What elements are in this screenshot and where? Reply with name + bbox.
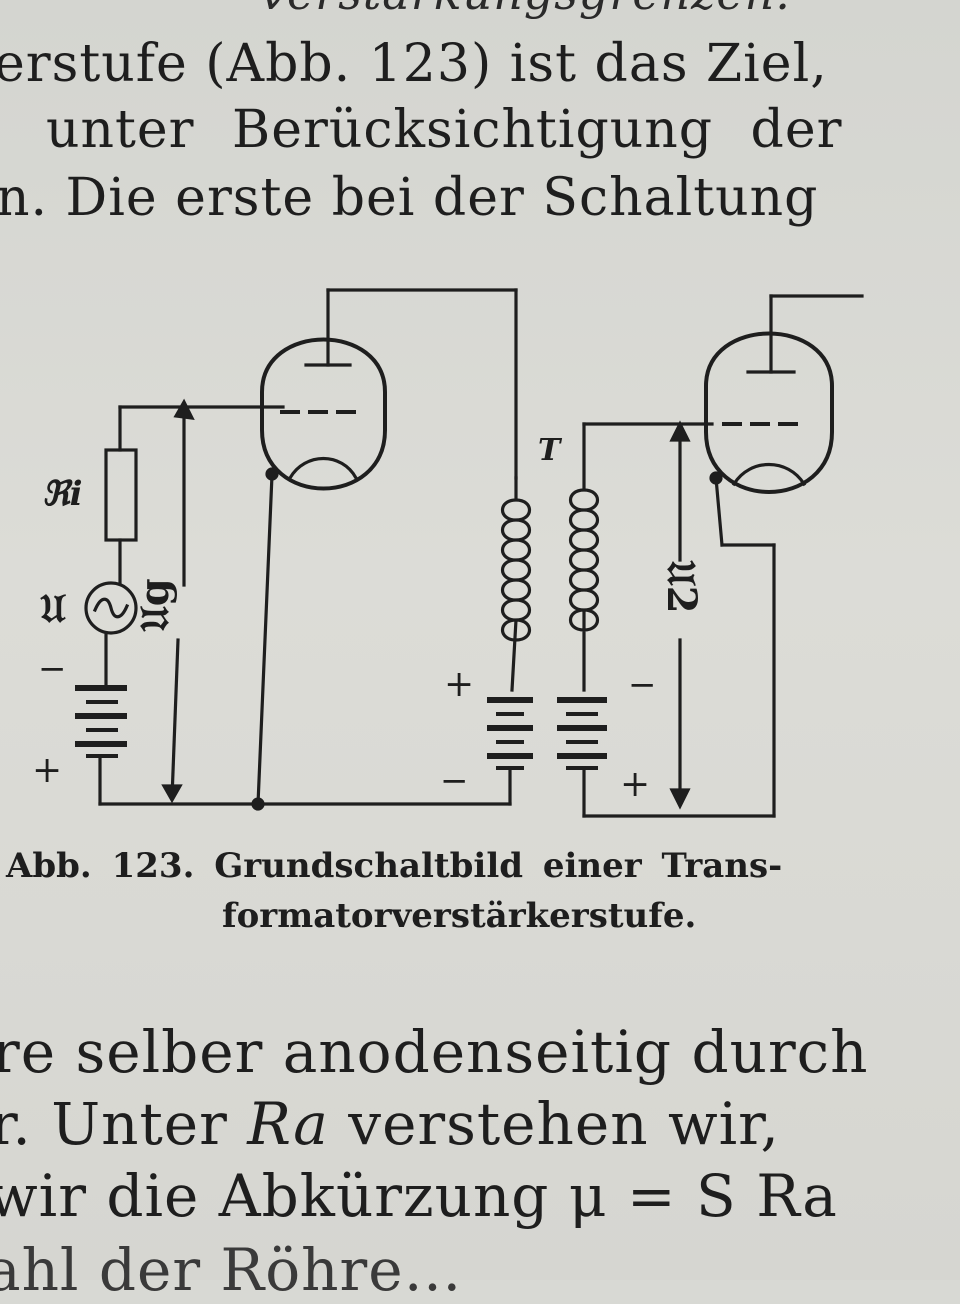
label-transformer: T [538,433,563,468]
ac-source [84,581,138,635]
sign-minus-primary: − [440,761,469,801]
right-tube-cathode [731,462,807,487]
sign-plus-primary: + [444,664,474,705]
symbol-ra: Ra [247,1090,329,1158]
text-fragment: verstehen wir, [328,1090,780,1158]
text-line-partial: ahl der Röhre… [0,1236,463,1304]
figure-caption-line-1: Abb. 123. Grundschaltbild einer Trans- [6,846,783,886]
left-tube-envelope [260,337,387,491]
text-line: n. Die erste bei der Schaltung [0,168,819,228]
transformer-primary-coil [500,476,532,692]
text-line-partial: verstärkungsgrenzen. [260,0,791,20]
sign-plus-left: + [32,750,62,791]
text-line: erstufe (Abb. 123) ist das Ziel, [0,34,828,94]
text-line: r. Unter Ra verstehen wir, [0,1090,780,1158]
secondary-grid-battery [557,697,607,770]
text-fragment: r. Unter [0,1090,248,1158]
text-line: wir die Abkürzung μ = S Ra [0,1162,838,1230]
left-tube-cathode [287,456,359,481]
label-resistor: ℜi [42,474,83,514]
primary-anode-battery [487,697,533,770]
transformer-secondary-coil [568,422,600,692]
sign-minus-secondary: − [628,665,657,705]
text-line: re selber anodenseitig durch [0,1018,869,1086]
sign-minus-left: − [38,649,67,689]
label-secondary-voltage: 𝔘2 [658,560,705,614]
figure-caption-line-2: formatorverstärkerstufe. [222,896,697,936]
resistor-ri [104,448,138,542]
circuit-diagram: ℜi 𝔘 𝔘g T 𝔘2 − + + − − + [32,288,864,818]
label-source: 𝔘 [40,585,66,632]
left-grid-battery [75,685,127,758]
right-tube-envelope [704,331,834,494]
label-grid-voltage: 𝔘g [131,578,178,632]
text-line: unter Berücksichtigung der [46,100,843,160]
sign-plus-secondary: + [620,764,650,805]
